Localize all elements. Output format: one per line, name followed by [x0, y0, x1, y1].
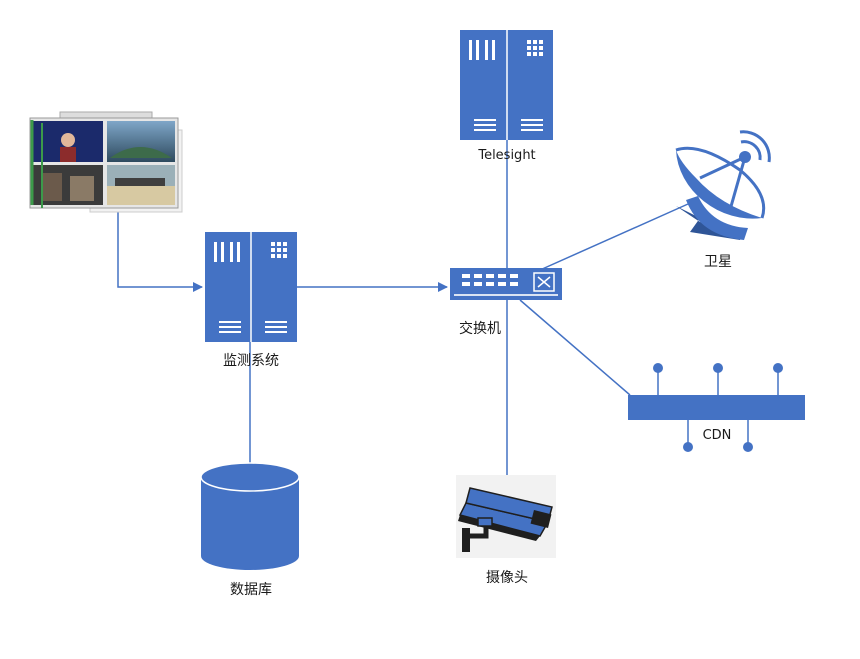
switch-label: 交换机 — [459, 321, 501, 337]
cdn-bus-icon — [628, 363, 805, 452]
telesight-server-icon — [460, 30, 553, 140]
database-label: 数据库 — [230, 582, 272, 598]
network-switch-icon — [450, 268, 562, 300]
connectors — [117, 140, 689, 475]
monitor-system-label: 监测系统 — [223, 353, 279, 369]
connector-video-to-monitor — [117, 210, 203, 292]
connector-switch-to-cdn — [519, 299, 631, 396]
satellite-label: 卫星 — [704, 254, 732, 270]
telesight-label: Telesight — [478, 148, 536, 163]
database-cylinder-icon — [200, 462, 300, 570]
satellite-dish-icon — [675, 130, 771, 240]
security-camera-icon — [456, 475, 556, 558]
connector-switch-to-satellite — [539, 203, 689, 271]
cdn-label: CDN — [702, 428, 732, 443]
monitor-server-icon — [205, 232, 297, 342]
video-wall-icon — [29, 111, 183, 213]
camera-label: 摄像头 — [486, 570, 528, 586]
